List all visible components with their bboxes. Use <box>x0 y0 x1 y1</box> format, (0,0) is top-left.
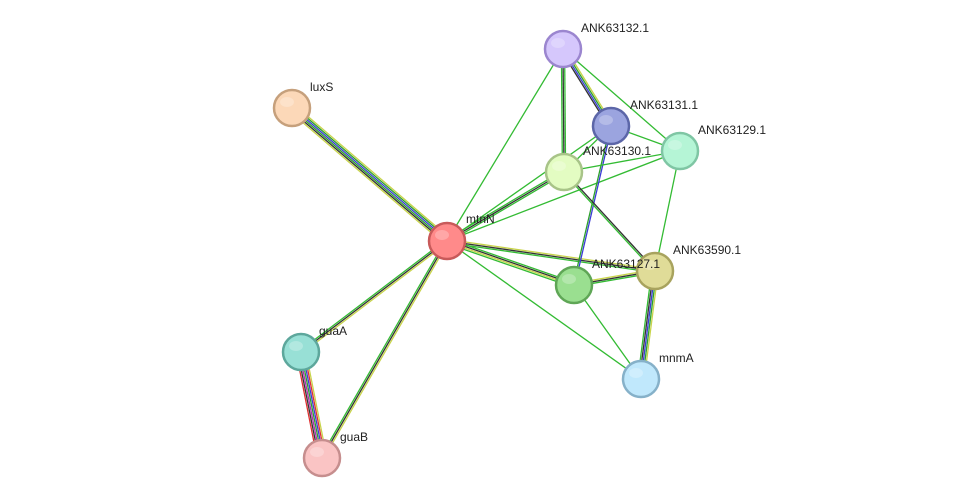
node-circle[interactable] <box>635 251 675 291</box>
node-label: guaB <box>340 430 368 444</box>
node-ANK63131.1[interactable]: ANK63131.1 <box>591 98 698 146</box>
edge-line <box>446 241 574 287</box>
node-circle[interactable] <box>544 152 584 192</box>
edge-mtnN-guaB <box>320 239 449 460</box>
edge-line <box>291 108 447 243</box>
node-circle[interactable] <box>591 106 631 146</box>
edge-line <box>564 171 657 271</box>
node-highlight <box>435 230 449 240</box>
edge-line <box>654 150 681 272</box>
edge-luxS-mtnN <box>288 104 451 245</box>
node-highlight <box>280 97 294 107</box>
edge-line <box>562 48 565 173</box>
node-ANK63127.1[interactable]: ANK63127.1 <box>554 257 660 305</box>
edge-line <box>300 240 448 353</box>
node-highlight <box>289 341 303 351</box>
edge-line <box>321 240 448 459</box>
edge-line <box>562 172 655 272</box>
edge-line <box>301 241 449 354</box>
node-label: ANK63129.1 <box>698 123 766 137</box>
edge-line <box>446 240 642 380</box>
node-label: ANK63590.1 <box>673 243 741 257</box>
edge-line <box>288 110 445 245</box>
node-guaB[interactable]: guaB <box>302 430 368 478</box>
node-label: luxS <box>310 80 333 94</box>
edge-line <box>446 125 612 242</box>
node-circle[interactable] <box>554 265 594 305</box>
node-luxS[interactable]: luxS <box>272 80 333 128</box>
node-label: ANK63132.1 <box>581 21 649 35</box>
node-mtnN[interactable]: mtnN <box>427 212 495 261</box>
edge-line <box>562 48 681 152</box>
node-highlight <box>668 140 682 150</box>
node-ANK63129.1[interactable]: ANK63129.1 <box>660 123 766 171</box>
node-label: ANK63127.1 <box>592 257 660 271</box>
node-ANK63132.1[interactable]: ANK63132.1 <box>543 21 649 69</box>
edge-line <box>446 150 681 242</box>
edge-line <box>447 172 566 243</box>
edge-line <box>446 48 564 242</box>
edge-mtnN-ANK63130.1 <box>445 170 566 243</box>
edge-line <box>322 241 449 460</box>
edge-line <box>446 241 655 274</box>
edge-line <box>293 105 449 240</box>
node-ANK63130.1[interactable]: ANK63130.1 <box>544 144 651 192</box>
node-label: guaA <box>319 324 347 338</box>
edge-mtnN-ANK63131.1 <box>446 125 612 242</box>
edge-line <box>563 48 567 172</box>
node-label: mnmA <box>659 351 694 365</box>
node-circle[interactable] <box>302 438 342 478</box>
edge-line <box>560 49 564 173</box>
edge-line <box>563 150 681 173</box>
node-highlight <box>552 161 566 171</box>
edge-ANK63132.1-ANK63129.1 <box>562 48 681 152</box>
edge-line <box>320 239 447 458</box>
edge-line <box>290 109 446 244</box>
node-highlight <box>562 274 576 284</box>
edge-line <box>446 171 565 242</box>
node-label: ANK63130.1 <box>583 144 651 158</box>
edge-line <box>447 239 575 285</box>
node-circle[interactable] <box>543 29 583 69</box>
node-mnmA[interactable]: mnmA <box>621 351 694 399</box>
edge-ANK63130.1-ANK63590.1 <box>562 171 657 272</box>
node-circle[interactable] <box>621 359 661 399</box>
edge-line <box>446 242 574 288</box>
node-layer: mtnN luxS ANK63132.1ANK63131.1ANK63129.1AN… <box>272 21 766 478</box>
edge-ANK63130.1-ANK63129.1 <box>563 150 681 173</box>
edge-line <box>292 106 448 241</box>
edge-line <box>299 239 447 352</box>
node-label: mtnN <box>466 212 495 226</box>
node-highlight <box>643 260 657 270</box>
node-highlight <box>310 447 324 457</box>
node-highlight <box>599 115 613 125</box>
edge-line <box>447 238 656 271</box>
edge-mtnN-guaA <box>299 239 449 354</box>
edge-ANK63132.1-ANK63130.1 <box>560 48 567 173</box>
edge-mtnN-ANK63590.1 <box>446 238 656 274</box>
node-guaA[interactable]: guaA <box>281 324 347 372</box>
edge-mtnN-ANK63129.1 <box>446 150 681 242</box>
edge-mtnN-ANK63132.1 <box>446 48 564 242</box>
edge-line <box>447 238 575 284</box>
node-ANK63590.1[interactable]: ANK63590.1 <box>635 243 741 291</box>
node-highlight <box>629 368 643 378</box>
node-circle[interactable] <box>427 221 467 261</box>
edge-layer <box>288 47 681 460</box>
node-label: ANK63131.1 <box>630 98 698 112</box>
node-circle[interactable] <box>272 88 312 128</box>
edge-mtnN-mnmA <box>446 240 642 380</box>
node-circle[interactable] <box>660 131 700 171</box>
node-circle[interactable] <box>281 332 321 372</box>
node-highlight <box>551 38 565 48</box>
edge-mtnN-ANK63127.1 <box>446 238 575 288</box>
edge-ANK63129.1-ANK63590.1 <box>654 150 681 272</box>
edge-line <box>446 240 656 272</box>
edge-line <box>294 104 451 239</box>
edge-line <box>572 125 611 285</box>
